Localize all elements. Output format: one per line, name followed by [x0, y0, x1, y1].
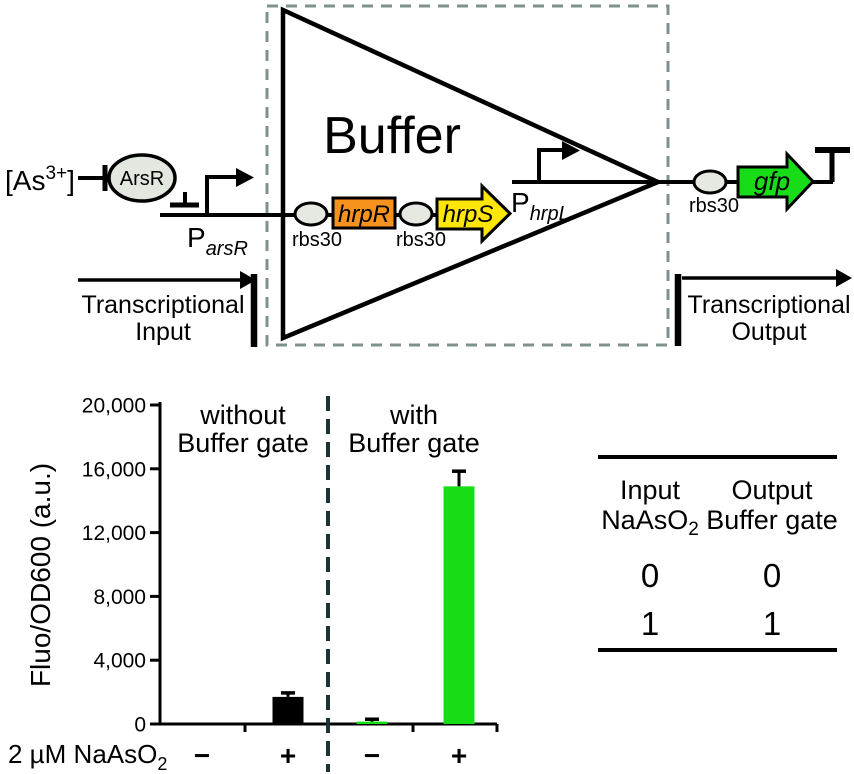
table-cell-r1c0: 1 [641, 605, 659, 642]
y-tick-label: 8,000 [93, 586, 146, 609]
table-header-naaso: NaAsO [601, 505, 688, 535]
circuit-diagram: [As3+] ArsR ParsR Buffer rbs30 hrpR rbs3… [5, 4, 852, 347]
bar-chart: Fluo/OD600 (a.u.) 0 4,000 8,000 12,000 16,00… [8, 395, 499, 774]
gfp-gene-label: gfp [754, 166, 790, 196]
output-caption-line2: Output [731, 318, 806, 346]
parsr-promoter-label: ParsR [187, 222, 248, 260]
table-header-input-sub: NaAsO2 [601, 505, 699, 540]
y-axis-title: Fluo/OD600 (a.u.) [25, 463, 56, 687]
inducer-label-close: ] [67, 165, 75, 196]
inducer-label-superscript: 3+ [45, 163, 67, 184]
rbs30-ellipse-3 [692, 169, 728, 195]
bar [272, 696, 304, 724]
table-header-input: Input [620, 475, 681, 505]
regulator-ellipse [107, 153, 177, 203]
hrpR-gene-box [331, 196, 397, 230]
hrpS-gene-arrow [435, 182, 513, 245]
phrpl-promoter-subscript: hrpL [530, 203, 570, 225]
table-header-naaso-subscript: 2 [688, 519, 699, 540]
regulator-label: ArsR [120, 168, 164, 190]
phrpl-promoter-arrow-icon [537, 148, 562, 182]
transcriptional-output-caption: Transcriptional Output [674, 269, 852, 346]
rbs30-ellipse-1 [293, 201, 329, 227]
phrpl-promoter-name: P [511, 187, 530, 218]
x-axis-title-main: 2 µM NaAsO [8, 739, 157, 769]
input-flow-arrowhead-icon [240, 271, 256, 289]
rbs30-label-2: rbs30 [396, 229, 446, 251]
phrpl-promoter-label: PhrpL [511, 187, 570, 225]
group-label-with-line2: Buffer gate [348, 428, 480, 458]
truth-table: Input NaAsO2 Output Buffer gate 0 0 1 1 [598, 455, 838, 652]
rbs30-label-3: rbs30 [689, 195, 739, 217]
output-flow-arrowhead-icon [836, 269, 852, 287]
x-axis-title-subscript: 2 [157, 754, 167, 774]
group-label-with-line1: with [389, 400, 438, 430]
y-tick-label: 16,000 [82, 458, 146, 481]
inducer-label: [As3+] [5, 163, 75, 196]
x-category-label: − [364, 740, 380, 771]
gfp-gene-arrow [736, 150, 816, 213]
rbs30-ellipse-2 [398, 201, 434, 227]
x-category-label: + [451, 740, 467, 771]
bar [356, 721, 388, 724]
input-caption-line2: Input [135, 318, 191, 346]
y-tick-label: 20,000 [82, 395, 146, 418]
y-tick-label: 12,000 [82, 522, 146, 545]
x-category-labels: − + − + [194, 740, 467, 771]
table-header-buffer-gate: Buffer gate [706, 505, 838, 535]
table-cell-r0c0: 0 [641, 557, 659, 594]
hrpR-gene-label: hrpR [338, 201, 390, 228]
bar [443, 486, 475, 724]
table-cell-r1c1: 1 [763, 605, 781, 642]
table-cell-r0c1: 0 [763, 557, 781, 594]
rbs30-label-1: rbs30 [292, 229, 342, 251]
phrpl-promoter-arrowhead-icon [562, 141, 580, 160]
y-tick-label: 4,000 [93, 650, 146, 673]
transcriptional-input-caption: Transcriptional Input [78, 271, 258, 347]
hrpS-gene-label: hrpS [443, 201, 494, 228]
parsr-promoter-arrow-icon [205, 175, 236, 215]
x-category-label: + [280, 740, 296, 771]
gate-label: Buffer [323, 107, 461, 165]
buffer-gate-triangle [280, 6, 664, 342]
table-header-output: Output [731, 475, 813, 505]
x-category-label: − [194, 740, 210, 771]
x-axis-boundary-ticks [243, 724, 499, 732]
output-caption-line1: Transcriptional [687, 291, 850, 319]
parsr-promoter-arrowhead-icon [236, 168, 254, 187]
input-caption-line1: Transcriptional [81, 291, 244, 319]
y-axis-ticks: 0 4,000 8,000 12,000 16,000 20,000 [82, 395, 161, 737]
group-label-without-line2: Buffer gate [177, 428, 309, 458]
group-label-without-line1: without [199, 400, 286, 430]
y-tick-label: 0 [134, 714, 146, 737]
inducer-label-main: [As [5, 165, 45, 196]
parsr-promoter-subscript: arsR [206, 238, 248, 260]
gate-dashed-box [265, 4, 670, 347]
x-axis-title: 2 µM NaAsO2 [8, 739, 167, 774]
parsr-promoter-name: P [187, 222, 206, 253]
bars [272, 486, 475, 724]
error-bars [281, 469, 466, 722]
